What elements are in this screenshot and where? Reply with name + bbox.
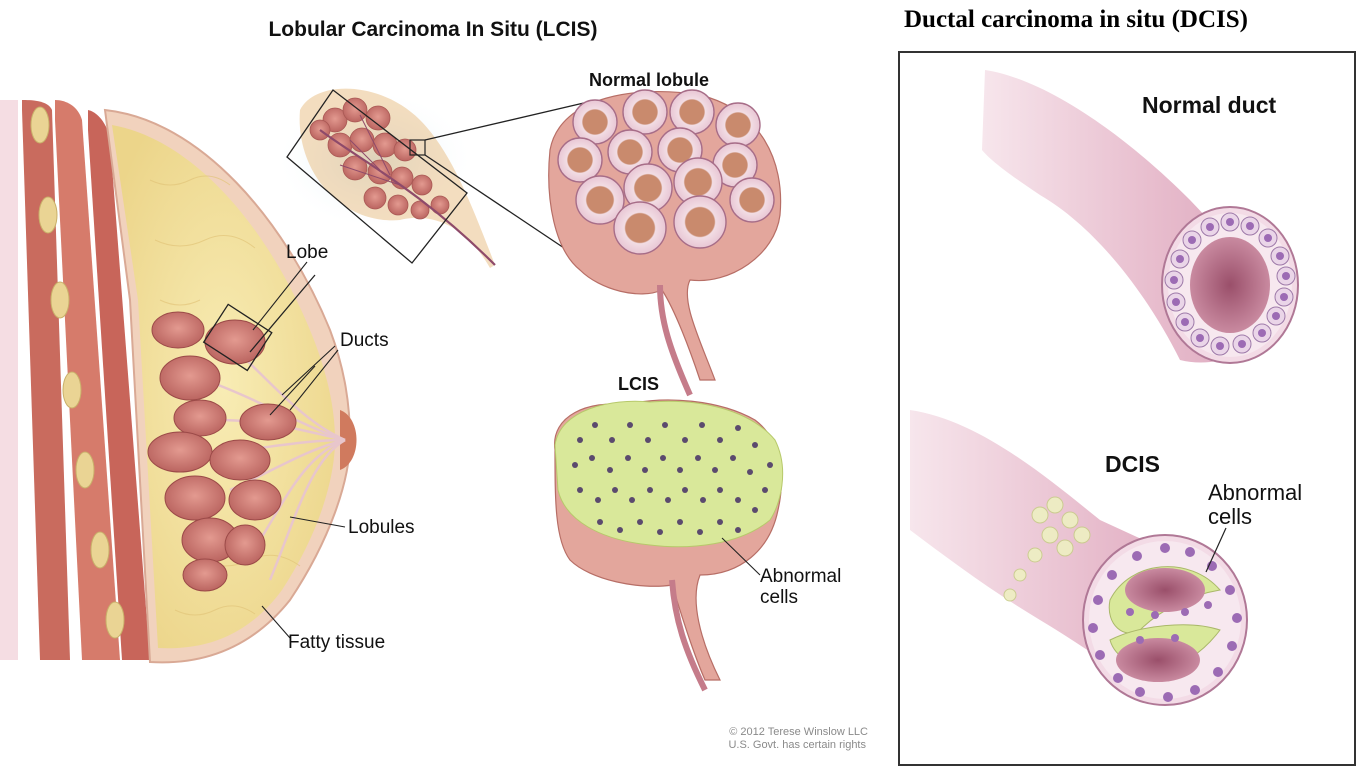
lcis-figure: Lobular Carcinoma In Situ (LCIS) (0, 0, 890, 768)
label-dcis-abnormal-line2: cells (1208, 504, 1252, 529)
label-normal-duct: Normal duct (1142, 92, 1277, 118)
dcis-title: Ductal carcinoma in situ (DCIS) (904, 6, 1248, 33)
copyright-line-2: U.S. Govt. has certain rights (728, 739, 866, 751)
normal-lobule (549, 90, 781, 395)
label-lobe: Lobe (286, 242, 328, 263)
label-dcis-abnormal-line1: Abnormal (1208, 480, 1302, 505)
label-normal-lobule: Normal lobule (589, 70, 709, 90)
label-dcis: DCIS (1105, 451, 1160, 477)
label-lobules: Lobules (348, 517, 415, 538)
label-lcis: LCIS (618, 374, 659, 394)
lcis-title: Lobular Carcinoma In Situ (LCIS) (268, 18, 597, 41)
label-lcis-abnormal-line2: cells (760, 587, 798, 608)
label-fatty-tissue: Fatty tissue (288, 632, 385, 653)
copyright-line-1: © 2012 Terese Winslow LLC (729, 726, 868, 738)
label-ducts: Ducts (340, 330, 389, 351)
label-lcis-abnormal-line1: Abnormal (760, 566, 841, 587)
dcis-figure: Ductal carcinoma in situ (DCIS) (890, 0, 1358, 768)
lcis-lobule (555, 400, 783, 690)
